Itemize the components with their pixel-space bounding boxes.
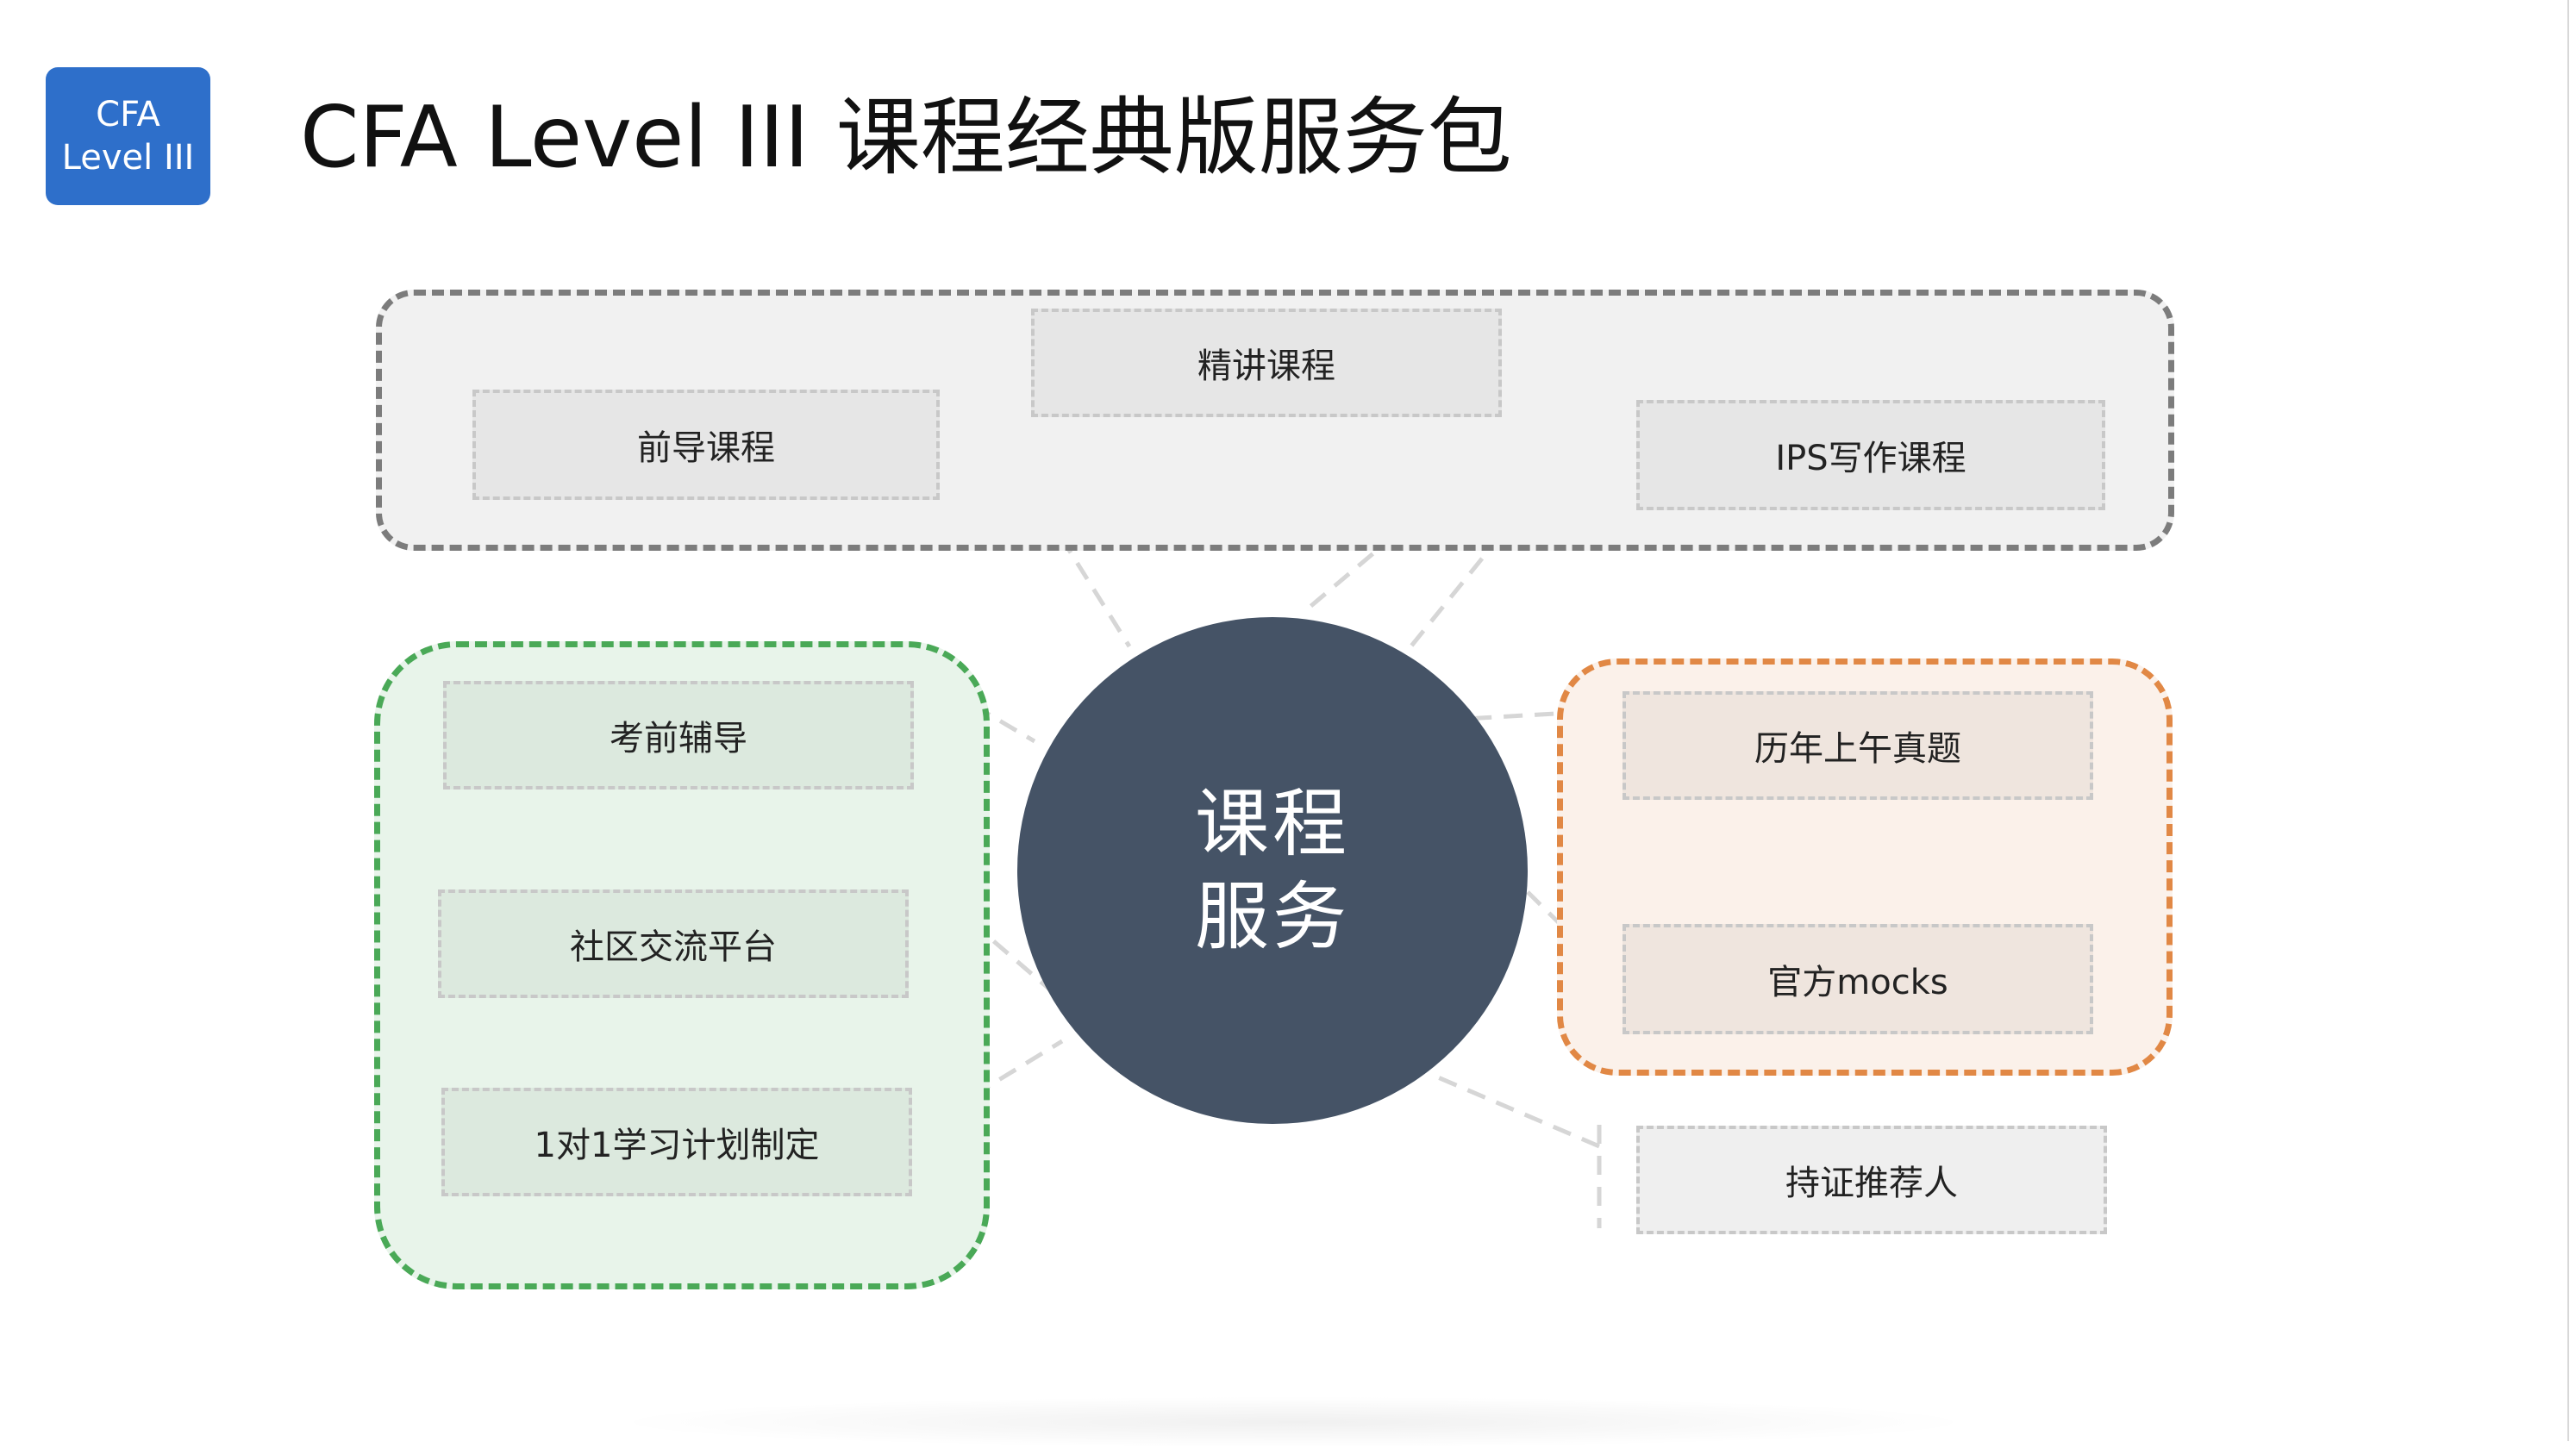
- connector-pastpapers: [1465, 709, 1585, 721]
- item-charterholder-endorser: 持证推荐人: [1636, 1126, 2107, 1234]
- course-services-hub: 课程 服务: [1017, 617, 1528, 1124]
- connector-core: [1300, 412, 1541, 615]
- level-badge: CFA Level III: [46, 67, 210, 205]
- hub-line-2: 服务: [1195, 874, 1350, 960]
- connector-endorser: [1437, 1075, 1600, 1149]
- bottom-shadow: [603, 1396, 1983, 1448]
- connector-community: [945, 899, 1054, 993]
- item-past-papers: 历年上午真题: [1623, 691, 2093, 800]
- item-official-mocks: 官方mocks: [1623, 924, 2093, 1034]
- page-title: CFA Level III 课程经典版服务包: [300, 89, 1512, 187]
- hub-line-1: 课程: [1195, 781, 1350, 867]
- item-exam-review: 考前辅导: [443, 681, 914, 790]
- badge-line-2: Level III: [61, 138, 195, 178]
- connector-plan: [945, 1039, 1064, 1114]
- item-ips-writing-course: IPS写作课程: [1636, 400, 2105, 510]
- item-core-course: 精讲课程: [1031, 309, 1502, 417]
- item-study-plan: 1对1学习计划制定: [441, 1088, 912, 1196]
- item-community-platform: 社区交流平台: [438, 889, 909, 998]
- item-prelude-course: 前导课程: [472, 390, 940, 500]
- page-edge-divider: [2567, 0, 2569, 1441]
- badge-line-1: CFA: [96, 95, 160, 134]
